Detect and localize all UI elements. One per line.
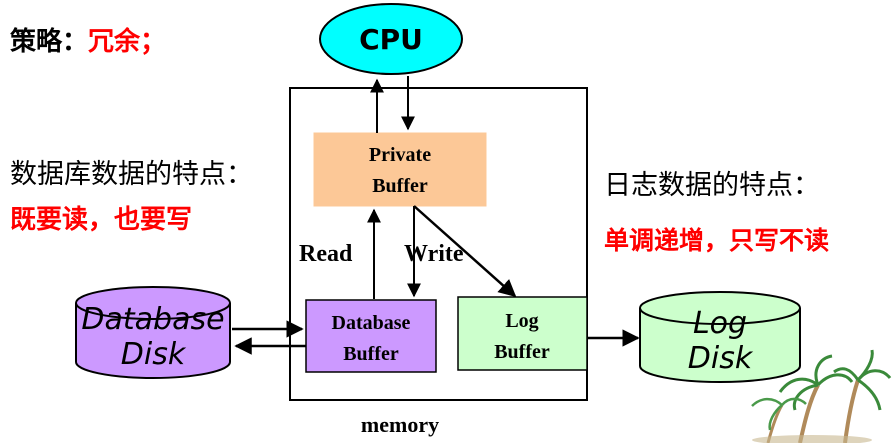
read-label: Read bbox=[299, 241, 353, 267]
private-buffer-line2: Buffer bbox=[372, 175, 428, 197]
memory-label: memory bbox=[361, 412, 439, 437]
cpu-label: CPU bbox=[359, 23, 423, 56]
log-buffer-line1: Log bbox=[505, 310, 538, 332]
log-buffer-box bbox=[457, 296, 588, 371]
database-buffer-line1: Database bbox=[332, 312, 411, 334]
arrow-write-log bbox=[413, 205, 517, 298]
strategy-prefix-text: 策略： bbox=[10, 26, 88, 57]
palm-tree-decoration bbox=[751, 349, 892, 443]
database-buffer-box bbox=[305, 299, 437, 373]
private-buffer-line1: Private bbox=[369, 144, 431, 166]
strategy-value: 冗余； bbox=[88, 26, 166, 57]
database-disk-line1: Database bbox=[81, 302, 224, 337]
memory-box bbox=[289, 87, 588, 401]
db-features-value: 既要读，也要写 bbox=[10, 205, 192, 235]
database-disk bbox=[75, 286, 231, 379]
log-features-value: 单调递增，只写不读 bbox=[604, 226, 829, 255]
write-label: Write bbox=[404, 241, 464, 267]
database-buffer-line2: Buffer bbox=[343, 343, 399, 365]
database-disk-line2: Disk bbox=[121, 337, 187, 372]
cpu-node bbox=[319, 3, 463, 75]
db-features-label: 数据库数据的特点： bbox=[10, 159, 253, 190]
log-disk bbox=[639, 291, 801, 383]
log-disk-line2: Disk bbox=[688, 341, 754, 376]
log-disk-line1: Log bbox=[693, 306, 747, 341]
strategy-prefix: 策略：冗余； bbox=[10, 26, 166, 57]
log-features-label: 日志数据的特点： bbox=[604, 170, 820, 201]
log-buffer-line2: Buffer bbox=[494, 341, 550, 363]
private-buffer-box bbox=[313, 132, 487, 207]
